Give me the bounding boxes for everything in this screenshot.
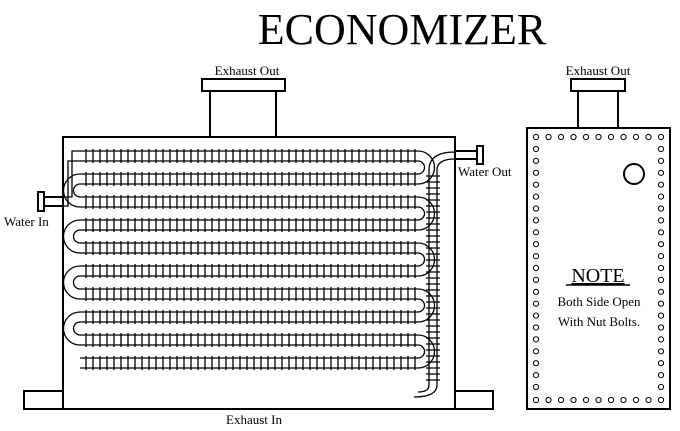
bolt-hole (657, 288, 665, 295)
bolt-hole (545, 396, 552, 404)
bolt-hole (620, 133, 627, 141)
bolt-hole (657, 360, 665, 367)
bolt-ring (532, 133, 665, 404)
bolt-hole (657, 312, 665, 319)
bolt-hole (532, 181, 540, 188)
bolt-hole (657, 241, 665, 248)
bolt-hole (532, 193, 540, 200)
bolt-hole (532, 217, 540, 224)
bolt-hole (532, 205, 540, 212)
bolt-hole (595, 396, 602, 404)
bolt-hole (657, 324, 665, 331)
bolt-hole (657, 229, 665, 236)
note-line-1: Both Side Open (557, 294, 641, 309)
bolt-hole (532, 264, 540, 272)
bolt-hole (532, 229, 540, 236)
water-in-label: Water In (4, 214, 49, 229)
bolt-hole (657, 157, 665, 164)
exhaust-out-label-right: Exhaust Out (566, 63, 631, 78)
bolt-hole (532, 133, 540, 141)
bolt-hole (657, 336, 665, 343)
bolt-hole (582, 396, 590, 404)
bolt-hole (657, 396, 665, 404)
exhaust-out-flange (201, 78, 286, 92)
bolt-hole (532, 241, 540, 248)
note-heading: NOTE (571, 265, 624, 287)
note-block: NOTE Both Side Open With Nut Bolts. (557, 265, 641, 329)
bolt-hole (570, 133, 577, 141)
end-panel (526, 127, 671, 410)
inspection-port (623, 163, 645, 185)
bolt-hole (532, 360, 540, 367)
bolt-hole (532, 253, 540, 260)
bolt-hole (657, 253, 665, 260)
bolt-hole (532, 336, 540, 343)
bolt-hole (657, 133, 665, 141)
page-title: ECONOMIZER (258, 5, 547, 54)
water-out-label: Water Out (458, 164, 512, 179)
end-exhaust-flange (570, 78, 626, 92)
bolt-hole (657, 217, 665, 224)
bolt-hole (532, 276, 540, 283)
economizer-end-view (526, 78, 671, 410)
bolt-hole (532, 383, 540, 391)
bolt-hole (532, 169, 540, 176)
bolt-hole (532, 372, 540, 379)
bolt-hole (570, 396, 577, 404)
bolt-hole (657, 348, 665, 355)
bolt-hole (632, 133, 640, 141)
bolt-hole (532, 348, 540, 355)
bolt-hole (657, 205, 665, 212)
bolt-hole (557, 133, 565, 141)
note-line-2: With Nut Bolts. (558, 314, 640, 329)
bolt-hole (532, 324, 540, 331)
bolt-hole (557, 396, 565, 404)
water-in-nozzle (43, 196, 64, 207)
bolt-hole (620, 396, 627, 404)
bolt-hole (657, 372, 665, 379)
bolt-hole (532, 288, 540, 295)
bolt-hole (657, 145, 665, 153)
bolt-hole (545, 133, 552, 141)
bolt-hole (645, 396, 652, 404)
water-out-flange (476, 145, 484, 165)
bolt-hole (532, 312, 540, 319)
bolt-hole (657, 193, 665, 200)
bolt-hole (607, 396, 615, 404)
bolt-hole (532, 145, 540, 153)
bolt-hole (657, 264, 665, 272)
water-out-nozzle (454, 150, 478, 160)
water-in-flange (37, 191, 45, 212)
bolt-hole (657, 169, 665, 176)
bolt-hole (532, 157, 540, 164)
bolt-hole (595, 133, 602, 141)
bolt-hole (657, 300, 665, 307)
end-exhaust-duct (577, 90, 619, 129)
bolt-hole (657, 383, 665, 391)
bolt-hole (532, 300, 540, 307)
bolt-hole (532, 396, 540, 404)
bolt-hole (632, 396, 640, 404)
bolt-hole (657, 181, 665, 188)
tube-coil (62, 149, 456, 398)
bolt-hole (645, 133, 652, 141)
exhaust-in-label: Exhaust In (226, 412, 282, 427)
bolt-hole (607, 133, 615, 141)
bolt-hole (657, 276, 665, 283)
coil-tubes (62, 149, 436, 370)
exhaust-out-duct (209, 90, 277, 138)
bolt-hole (582, 133, 590, 141)
exhaust-out-label-left: Exhaust Out (215, 63, 280, 78)
header-pipe (63, 150, 456, 398)
